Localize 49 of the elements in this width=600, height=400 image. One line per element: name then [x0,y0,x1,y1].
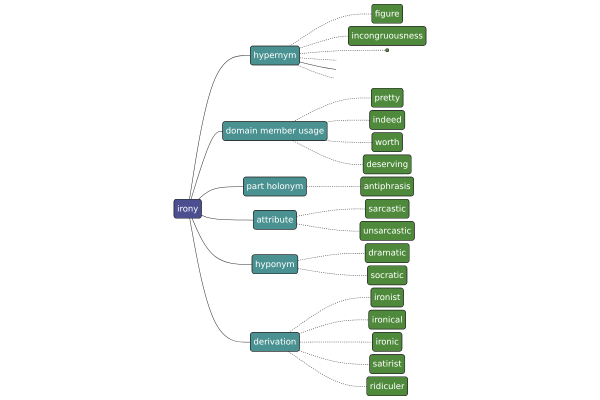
term-node: hypernym [250,46,300,66]
term-node: domain member usage [222,121,328,141]
term-node: worth [372,132,403,152]
connector-line [189,55,251,200]
term-node: incongruousness [348,26,426,46]
term-node: socratic [367,266,408,286]
term-node: dramatic [364,243,410,263]
connector-line [296,224,360,232]
connector-line [298,268,368,276]
connector-line [299,58,336,60]
connector-line [296,208,366,217]
term-node: indeed [369,110,406,130]
term-node: ironical [368,310,406,330]
connector-line [190,131,224,200]
connector-line [298,320,370,334]
connector-line [192,218,252,265]
term-node: unsarcastic [360,221,415,241]
term-node: ironic [372,332,402,352]
term-node: sarcastic [365,198,410,218]
connector-line [298,350,370,365]
connector-line [297,64,334,78]
term-node: satirist [369,354,406,374]
term-node: part holonym [243,176,307,196]
connector-line [189,218,251,342]
connector-line [198,186,244,200]
connector-line [201,215,254,220]
connector-line [300,50,386,54]
connector-line [292,140,364,165]
term-node: hyponym [252,254,298,274]
connector-line [326,120,370,123]
term-node: antiphrasis [360,176,414,196]
connector-line [298,253,366,261]
connector-line [299,36,349,48]
term-node: pretty [371,88,404,108]
empty-circle-node [385,48,390,52]
connector-line [306,186,362,188]
term-node: attribute [253,210,297,230]
term-node: ridiculer [366,376,408,396]
connector-line [288,351,368,387]
connector-line [288,297,372,333]
connector-line [289,14,372,46]
connector-line [292,98,372,122]
connector-line [326,140,372,143]
term-node: figure [372,4,403,24]
term-node: derivation [250,332,300,352]
connector-line [299,62,336,70]
term-node: ironist [370,288,404,308]
term-node: irony [174,198,202,218]
term-node: deserving [362,154,412,174]
